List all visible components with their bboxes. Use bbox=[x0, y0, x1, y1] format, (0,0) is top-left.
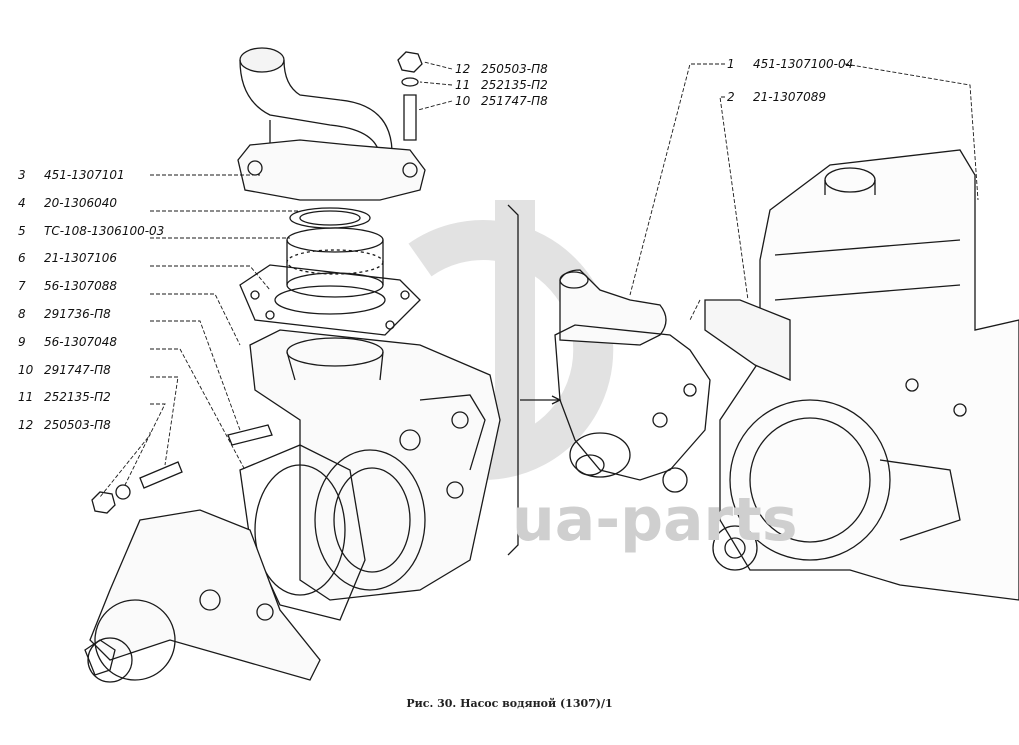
callout-number: 8 bbox=[18, 307, 26, 321]
callout-label: 3 451-1307101 bbox=[18, 168, 125, 182]
callout-number: 9 bbox=[18, 334, 26, 349]
callout-number: 7 bbox=[18, 279, 26, 294]
callout-part-number: 250503-П8 bbox=[44, 418, 111, 433]
callout-label: 7 56-1307088 bbox=[18, 279, 117, 293]
callout-number: 4 bbox=[18, 195, 26, 210]
thermostat-housing-flange bbox=[237, 139, 426, 201]
engine-block bbox=[704, 149, 1019, 601]
callout-label: 8 291736-П8 bbox=[18, 307, 111, 321]
callout-label: 10 251747-П8 bbox=[455, 94, 548, 108]
callout-number: 1 bbox=[727, 57, 735, 71]
callout-number: 2 bbox=[727, 90, 735, 104]
top-nut bbox=[397, 51, 423, 73]
watermark: ua-parts bbox=[512, 485, 798, 555]
callout-part-number: 291736-П8 bbox=[44, 307, 111, 321]
pump-front-assembly bbox=[84, 509, 321, 683]
callout-number: 3 bbox=[18, 168, 26, 182]
leader-lines bbox=[99, 61, 979, 498]
callout-label: 11 252135-П2 bbox=[455, 78, 548, 92]
outlet-elbow-pipe bbox=[239, 47, 393, 170]
callout-part-number: 451-1307100-04 bbox=[753, 57, 854, 71]
callout-label: 11 252135-П2 bbox=[18, 390, 111, 404]
washer bbox=[115, 484, 131, 500]
callout-part-number: 251747-П8 bbox=[481, 94, 548, 108]
callout-label: 12 250503-П8 bbox=[455, 62, 548, 76]
callout-part-number: 56-1307048 bbox=[44, 334, 118, 349]
callout-number: 5 bbox=[18, 223, 26, 238]
stud-bolt bbox=[139, 424, 273, 489]
callout-number: 11 bbox=[18, 390, 34, 405]
callout-part-number: 250503-П8 bbox=[481, 62, 548, 76]
callout-part-number: 21-1307106 bbox=[44, 251, 118, 266]
top-washer bbox=[401, 77, 419, 87]
callout-number: 10 bbox=[18, 362, 34, 377]
callout-part-number: 252135-П2 bbox=[44, 390, 111, 405]
callout-label: 1 451-1307100-04 bbox=[727, 57, 853, 71]
callout-part-number: 252135-П2 bbox=[481, 78, 548, 92]
pump-body bbox=[249, 329, 501, 601]
callout-part-number: 291747-П8 bbox=[44, 362, 111, 377]
nut bbox=[91, 491, 116, 514]
gasket-plate bbox=[239, 264, 421, 336]
callout-number: 12 bbox=[18, 418, 34, 433]
callout-label: 9 56-1307048 bbox=[18, 335, 117, 349]
callout-part-number: 451-1307101 bbox=[44, 168, 125, 182]
figure-caption: Рис. 30. Насос водяной (1307)/1 bbox=[406, 697, 613, 710]
callout-part-number: 56-1307088 bbox=[44, 279, 118, 294]
callout-number: 10 bbox=[455, 94, 471, 108]
callout-label: 12 250503-П8 bbox=[18, 418, 111, 432]
callout-number: 6 bbox=[18, 251, 26, 266]
assembled-pump bbox=[554, 269, 711, 493]
callout-label: 5 ТС-108-1306100-03 bbox=[18, 224, 164, 238]
callout-label: 6 21-1307106 bbox=[18, 251, 117, 265]
callout-label: 4 20-1306040 bbox=[18, 196, 117, 210]
divider-bracket bbox=[507, 204, 519, 556]
callout-part-number: 20-1306040 bbox=[44, 195, 118, 210]
top-stud bbox=[403, 94, 417, 141]
callout-number: 11 bbox=[455, 78, 471, 92]
callout-label: 10 291747-П8 bbox=[18, 363, 111, 377]
callout-part-number: ТС-108-1306100-03 bbox=[44, 223, 165, 238]
callout-label: 2 21-1307089 bbox=[727, 90, 826, 104]
callout-part-number: 21-1307089 bbox=[753, 90, 827, 104]
callout-number: 12 bbox=[455, 62, 471, 76]
